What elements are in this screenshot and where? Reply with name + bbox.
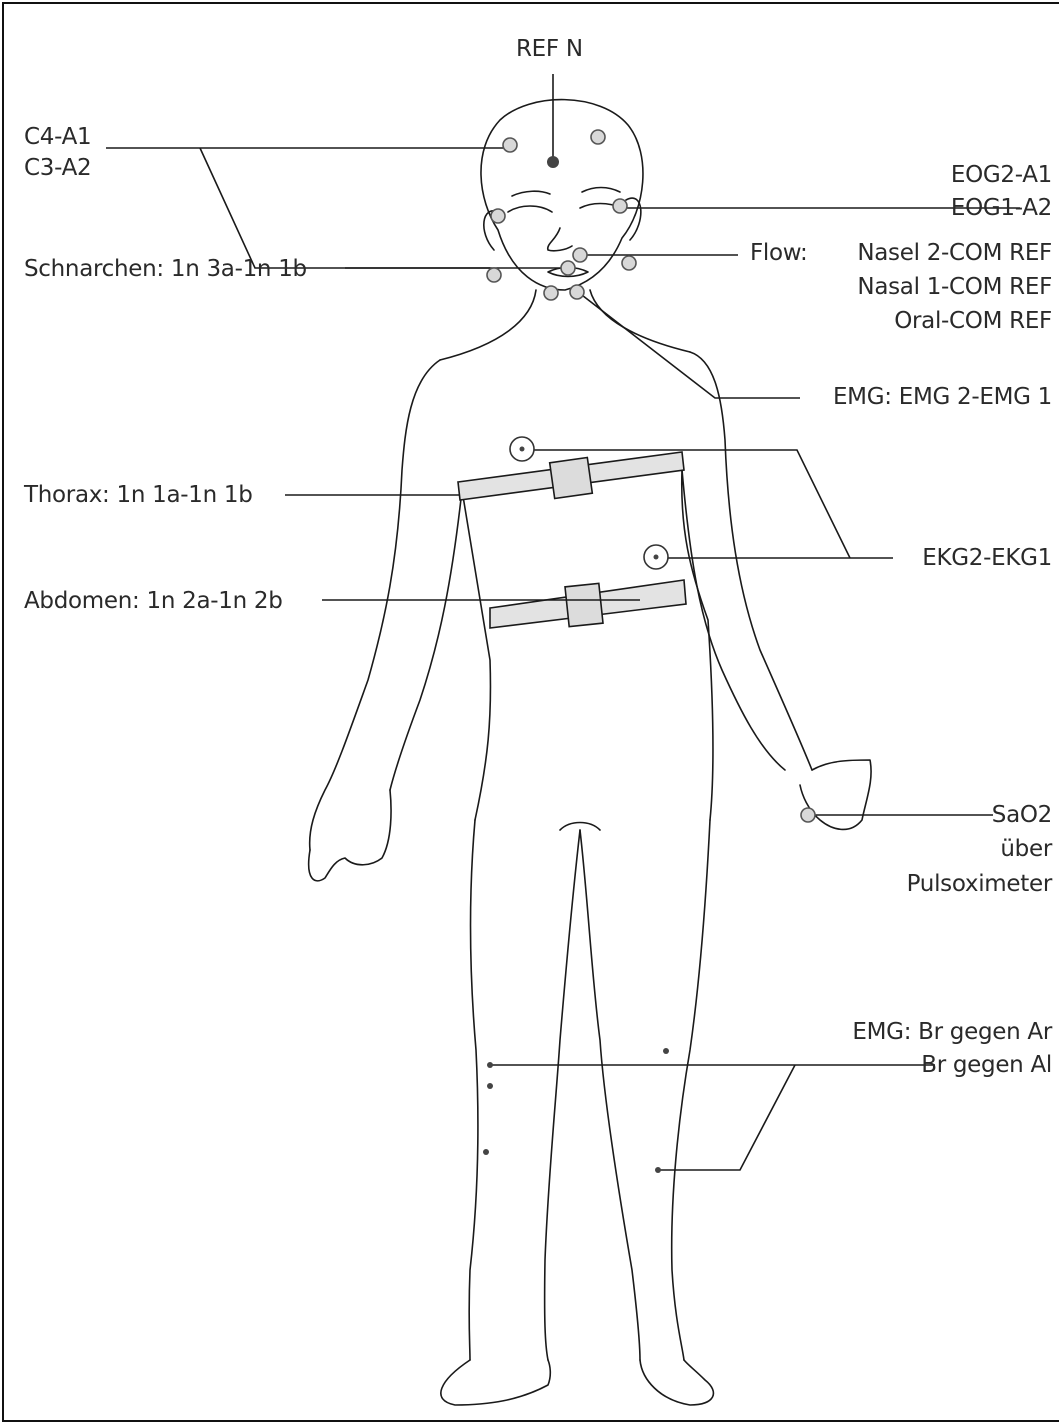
electrode-ref-n: [547, 156, 559, 168]
thorax-belt-buckle: [550, 458, 593, 499]
right-arm-inner: [682, 470, 785, 770]
left-hand: [309, 790, 391, 881]
label-c4-a1: C4-A1: [24, 122, 91, 152]
leader-emg-leg-lower: [658, 1065, 795, 1170]
crotch: [560, 823, 600, 831]
left-arm-inner: [390, 490, 462, 790]
ekg2-center: [520, 447, 525, 452]
label-flow-prefix: Flow:: [750, 238, 808, 268]
head-outline: [481, 100, 643, 290]
left-leg-inner: [545, 830, 580, 1360]
electrode-c3: [591, 130, 605, 144]
leader-c3-a2: [200, 148, 490, 268]
label-thorax: Thorax: 1n 1a-1n 1b: [24, 480, 253, 510]
neck-right: [590, 290, 690, 352]
electrode-c4: [503, 138, 517, 152]
label-c3-a2: C3-A2: [24, 153, 91, 183]
torso-left: [462, 490, 490, 820]
right-foot: [640, 1360, 713, 1405]
label-flow-2: Nasal 1-COM REF: [857, 272, 1052, 302]
leg-dot-5: [655, 1167, 661, 1173]
right-arm-outer: [690, 352, 812, 770]
left-leg-outer: [469, 820, 478, 1360]
leg-dot-4: [663, 1048, 669, 1054]
label-ekg: EKG2-EKG1: [922, 543, 1052, 573]
label-flow-3: Oral-COM REF: [894, 306, 1052, 336]
electrode-schnarchen: [561, 261, 575, 275]
left-foot: [441, 1360, 550, 1405]
label-sao2-2: über: [1000, 834, 1052, 864]
abdomen-belt-buckle: [565, 583, 603, 626]
label-eog2-a1: EOG2-A1: [951, 160, 1052, 190]
label-eog1-a2: EOG1-A2: [951, 193, 1052, 223]
label-schnarchen: Schnarchen: 1n 3a-1n 1b: [24, 254, 307, 284]
label-emg-chin: EMG: EMG 2-EMG 1: [833, 382, 1052, 412]
left-brow: [512, 191, 550, 196]
leader-emg-chin: [578, 292, 800, 398]
leg-dot-3: [483, 1149, 489, 1155]
label-emg-leg-2: Br gegen Al: [921, 1050, 1052, 1080]
label-flow-1: Nasel 2-COM REF: [857, 238, 1052, 268]
electrode-emg-2: [570, 285, 584, 299]
right-brow: [582, 188, 620, 193]
electrode-a2: [622, 256, 636, 270]
leg-dot-2: [487, 1083, 493, 1089]
nose: [548, 228, 572, 251]
electrode-nasal: [573, 248, 587, 262]
left-eye: [508, 206, 552, 212]
torso-right: [682, 470, 713, 820]
electrode-a1: [487, 268, 501, 282]
label-sao2-3: Pulsoximeter: [907, 869, 1052, 899]
label-emg-leg-1: EMG: Br gegen Ar: [852, 1017, 1052, 1047]
right-leg-inner: [580, 830, 640, 1360]
ekg1-center: [654, 555, 659, 560]
electrode-sao2: [801, 808, 815, 822]
electrode-eog2: [613, 199, 627, 213]
leg-dot-1: [487, 1062, 493, 1068]
left-arm-outer: [310, 360, 440, 850]
label-abdomen: Abdomen: 1n 2a-1n 2b: [24, 586, 283, 616]
label-sao2-1: SaO2: [992, 800, 1052, 830]
right-leg-outer: [672, 820, 710, 1360]
neck-left: [440, 290, 536, 360]
electrode-emg-1: [544, 286, 558, 300]
label-ref-n: REF N: [516, 34, 583, 64]
electrode-eog1: [491, 209, 505, 223]
